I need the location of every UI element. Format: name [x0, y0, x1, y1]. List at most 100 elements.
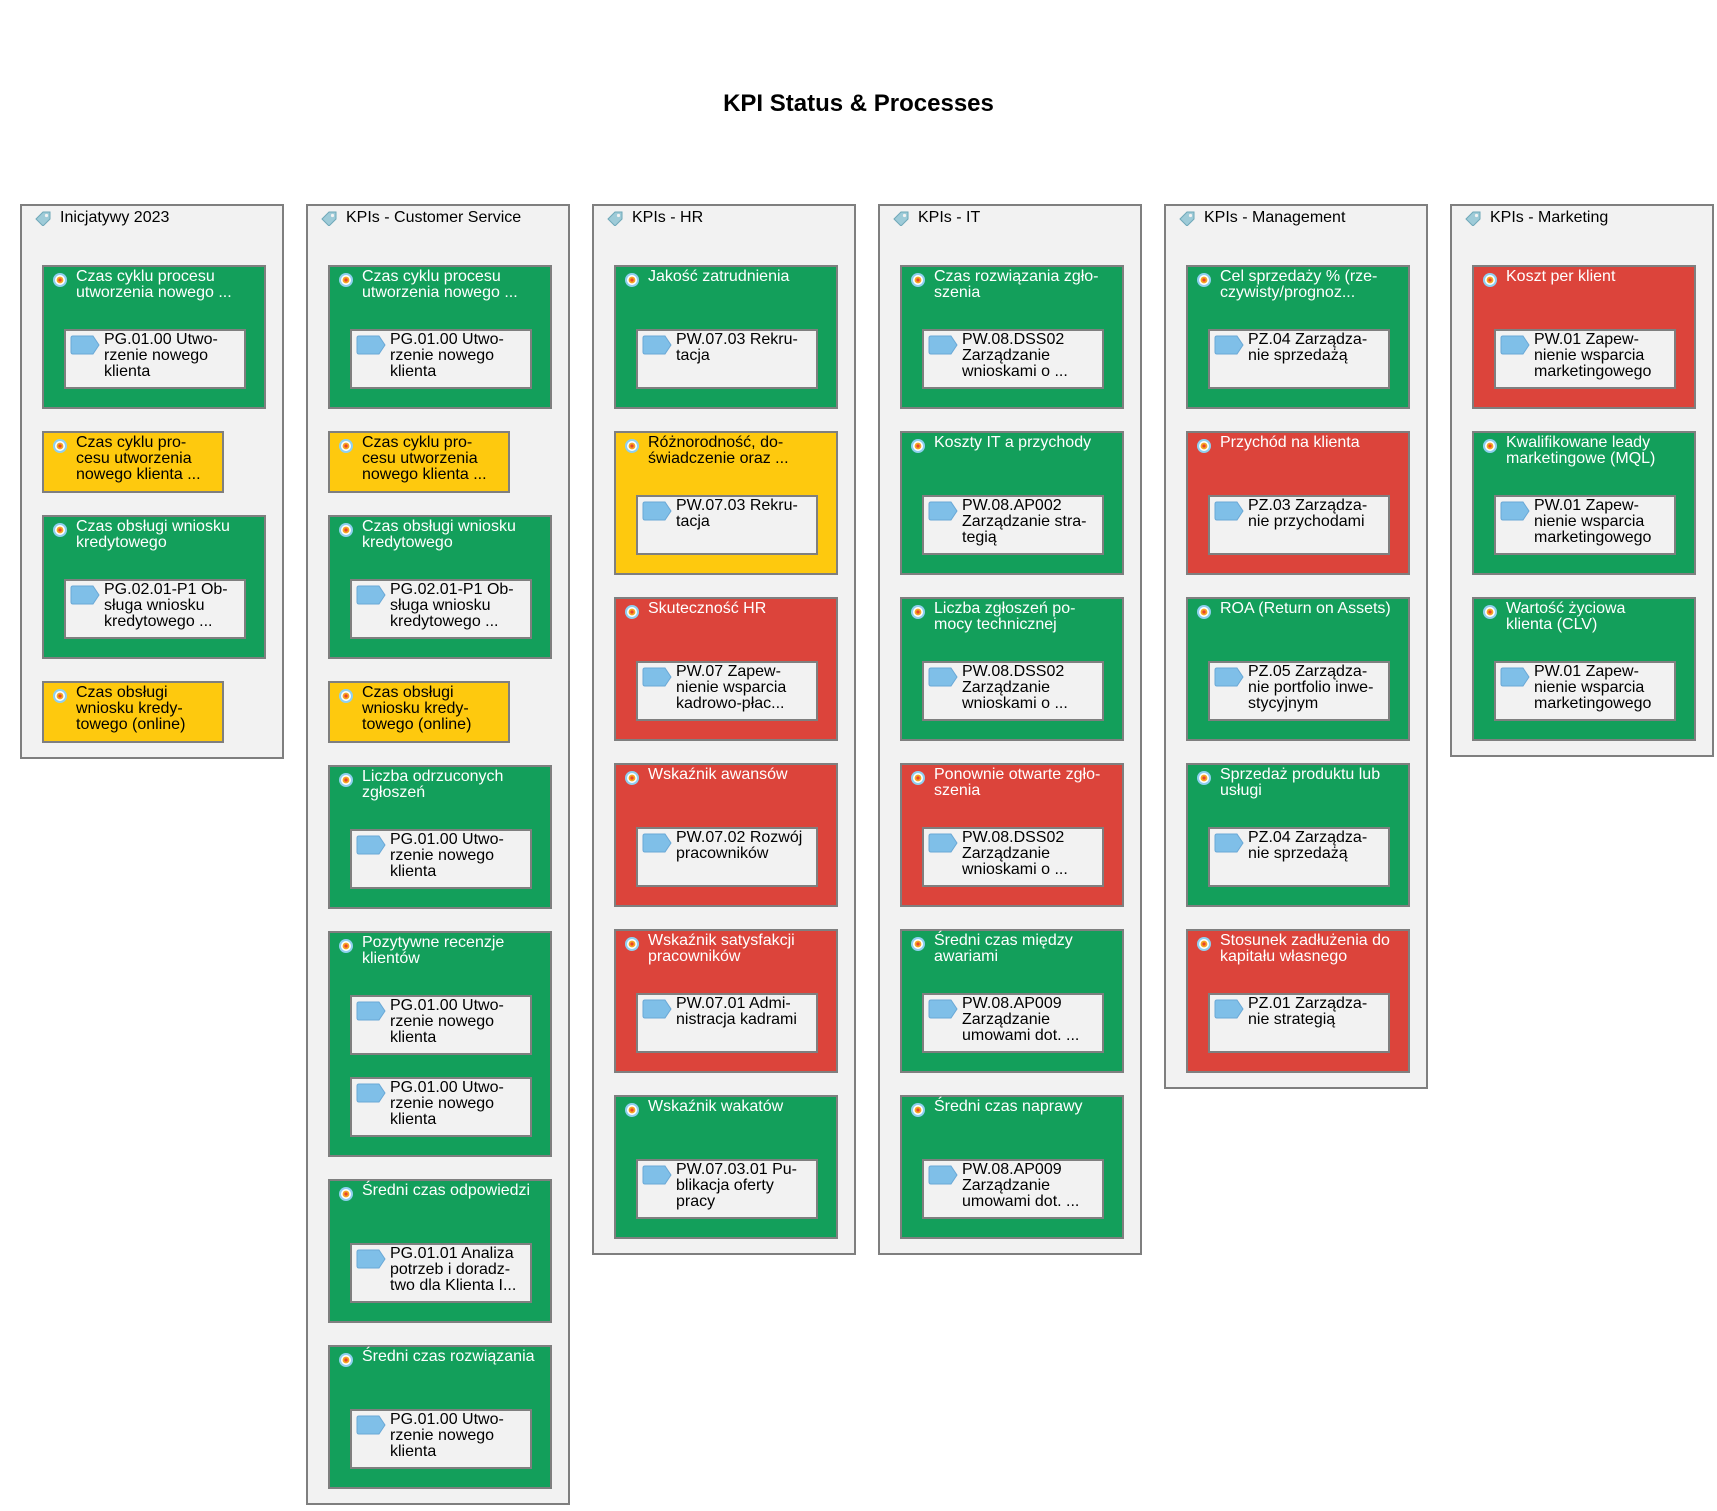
process-arrow-icon [642, 501, 672, 521]
target-icon [52, 272, 68, 288]
kpi-header: Średni czas między awariami [910, 933, 1118, 965]
process-card[interactable]: PG.02.01-P1 Ob- sługa wniosku kredytoweg… [350, 579, 532, 639]
process-card[interactable]: PG.01.00 Utwo- rzenie nowego klienta [350, 1077, 532, 1137]
process-card[interactable]: PW.01 Zapew- nienie wsparcia marketingow… [1494, 495, 1676, 555]
process-card[interactable]: PG.01.00 Utwo- rzenie nowego klienta [350, 995, 532, 1055]
kpi-card[interactable]: Czas cyklu procesu utworzenia nowego ...… [42, 265, 266, 409]
kpi-card[interactable]: Stosunek zadłużenia do kapitału własnego… [1186, 929, 1410, 1073]
kpi-card[interactable]: Różnorodność, do- świadczenie oraz ...PW… [614, 431, 838, 575]
process-card[interactable]: PZ.03 Zarządza- nie przychodami [1208, 495, 1390, 555]
process-card[interactable]: PW.07.03 Rekru- tacja [636, 495, 818, 555]
process-card[interactable]: PW.01 Zapew- nienie wsparcia marketingow… [1494, 329, 1676, 389]
kpi-title: Liczba odrzuconych zgłoszeń [362, 768, 504, 801]
process-card[interactable]: PW.07.03 Rekru- tacja [636, 329, 818, 389]
process-arrow-icon [70, 585, 100, 605]
kpi-header: Wskaźnik wakatów [624, 1099, 832, 1118]
process-card[interactable]: PW.01 Zapew- nienie wsparcia marketingow… [1494, 661, 1676, 721]
process-card[interactable]: PW.07.03.01 Pu- blikacja oferty pracy [636, 1159, 818, 1219]
process-card[interactable]: PW.07 Zapew- nienie wsparcia kadrowo-pła… [636, 661, 818, 721]
process-card[interactable]: PW.08.AP009 Zarządzanie umowami dot. ... [922, 993, 1104, 1053]
kpi-header: Średni czas naprawy [910, 1099, 1118, 1118]
process-arrow-icon [928, 999, 958, 1019]
process-card[interactable]: PW.08.DSS02 Zarządzanie wnioskami o ... [922, 827, 1104, 887]
target-icon [338, 1186, 354, 1202]
process-card[interactable]: PW.07.02 Rozwój pracowników [636, 827, 818, 887]
process-card[interactable]: PG.01.00 Utwo- rzenie nowego klienta [350, 329, 532, 389]
target-icon [624, 272, 640, 288]
process-card[interactable]: PG.01.00 Utwo- rzenie nowego klienta [350, 829, 532, 889]
process-card[interactable]: PG.02.01-P1 Ob- sługa wniosku kredytoweg… [64, 579, 246, 639]
process-card[interactable]: PZ.04 Zarządza- nie sprzedażą [1208, 329, 1390, 389]
target-icon [338, 438, 354, 454]
process-arrow-icon [356, 585, 386, 605]
column-header: KPIs - Customer Service [320, 206, 521, 230]
kpi-card[interactable]: Kwalifikowane leady marketingowe (MQL) PW… [1472, 431, 1696, 575]
process-card[interactable]: PZ.01 Zarządza- nie strategią [1208, 993, 1390, 1053]
kpi-header: Czas cyklu pro- cesu utworzenia nowego k… [52, 435, 218, 483]
kpi-title: Średni czas odpowiedzi [362, 1182, 531, 1199]
process-label: PG.02.01-P1 Ob- sługa wniosku kredytoweg… [390, 581, 514, 630]
column-header: KPIs - IT [892, 206, 980, 230]
kpi-title: Pozytywne recenzje klientów [362, 934, 505, 967]
process-card[interactable]: PG.01.00 Utwo- rzenie nowego klienta [64, 329, 246, 389]
process-card[interactable]: PG.01.00 Utwo- rzenie nowego klienta [350, 1409, 532, 1469]
target-icon [338, 772, 354, 788]
target-icon [1482, 438, 1498, 454]
process-arrow-icon [1214, 335, 1244, 355]
target-icon [910, 272, 926, 288]
process-card[interactable]: PW.08.DSS02 Zarządzanie wnioskami o ... [922, 329, 1104, 389]
process-card[interactable]: PW.08.AP009 Zarządzanie umowami dot. ... [922, 1159, 1104, 1219]
process-arrow-icon [1214, 999, 1244, 1019]
column-title: KPIs - Management [1204, 209, 1346, 226]
process-label: PW.08.DSS02 Zarządzanie wnioskami o ... [962, 829, 1068, 878]
kpi-header: Pozytywne recenzje klientów [338, 935, 546, 967]
kpi-card[interactable]: Czas cyklu procesu utworzenia nowego ...… [328, 265, 552, 409]
kpi-card[interactable]: Wartość życiowa klienta (CLV)PW.01 Zapew… [1472, 597, 1696, 741]
kpi-header: Kwalifikowane leady marketingowe (MQL) [1482, 435, 1690, 467]
kpi-card[interactable]: Skuteczność HR PW.07 Zapew- nienie wsparc… [614, 597, 838, 741]
kpi-header: Czas cyklu procesu utworzenia nowego ... [338, 269, 546, 301]
process-label: PG.02.01-P1 Ob- sługa wniosku kredytoweg… [104, 581, 228, 630]
process-label: PW.07.02 Rozwój pracowników [676, 829, 803, 862]
process-card[interactable]: PW.08.DSS02 Zarządzanie wnioskami o ... [922, 661, 1104, 721]
kpi-card[interactable]: Czas cyklu pro- cesu utworzenia nowego k… [328, 431, 510, 493]
kpi-card[interactable]: ROA (Return on Assets)PZ.05 Zarządza- ni… [1186, 597, 1410, 741]
kpi-card[interactable]: Czas obsługi wniosku kredy- towego (onli… [328, 681, 510, 743]
process-card[interactable]: PW.07.01 Admi- nistracja kadrami [636, 993, 818, 1053]
column-title: Inicjatywy 2023 [60, 209, 170, 226]
process-label: PW.07.01 Admi- nistracja kadrami [676, 995, 797, 1028]
kpi-title: Czas cyklu pro- cesu utworzenia nowego k… [362, 434, 487, 483]
process-card[interactable]: PZ.05 Zarządza- nie portfolio inwe- styc… [1208, 661, 1390, 721]
process-card[interactable]: PG.01.01 Analiza potrzeb i doradz- two d… [350, 1243, 532, 1303]
target-icon [910, 1102, 926, 1118]
kpi-card[interactable]: Czas cyklu pro- cesu utworzenia nowego k… [42, 431, 224, 493]
kpi-card[interactable]: Czas obsługi wniosku kredy- towego (onli… [42, 681, 224, 743]
kpi-card[interactable]: Cel sprzedaży % (rze- czywisty/prognoz..… [1186, 265, 1410, 409]
process-card[interactable]: PZ.04 Zarządza- nie sprzedażą [1208, 827, 1390, 887]
kpi-header: Czas rozwiązania zgło- szenia [910, 269, 1118, 301]
process-card[interactable]: PW.08.AP002 Zarządzanie stra- tegią [922, 495, 1104, 555]
kpi-title: Czas obsługi wniosku kredy- towego (onli… [362, 684, 472, 733]
kpi-header: Skuteczność HR [624, 601, 832, 620]
target-icon [1196, 770, 1212, 786]
